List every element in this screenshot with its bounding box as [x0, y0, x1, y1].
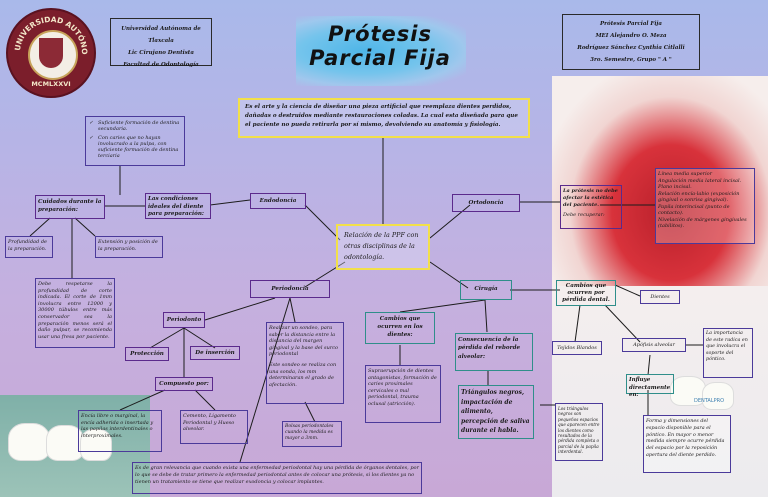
tooth-shape: [702, 382, 734, 410]
tooth-shape: [80, 429, 112, 461]
tooth-shape: [670, 376, 706, 406]
dientes-node: Dientes: [640, 290, 680, 304]
list-item: Plano incisal.: [658, 184, 692, 190]
tooth-photo: [552, 286, 768, 497]
definition-box: Es el arte y la ciencia de diseñar una p…: [238, 98, 530, 138]
title-watercolor: [296, 16, 466, 86]
periodoncia-bottom: Es de gran relevancia que cuando exista …: [132, 462, 422, 494]
tooth-shape: [8, 423, 50, 461]
cirugia-node: Cirugía: [460, 280, 512, 300]
tooth-shape: [46, 425, 84, 461]
cambios-dientes-node: Cambios que ocurren en los dientes:: [365, 312, 435, 344]
list-item: Angulación media lateral incisal.: [658, 177, 742, 184]
extension-node: Extensión y posición de la preparación.: [95, 236, 163, 258]
endodoncia-detail: Debe respetarse la profundidad de corte …: [35, 278, 115, 348]
influye-node: Influye directamente en:: [626, 374, 674, 398]
estetica-main: La prótesis no debe afectar la estética …: [563, 188, 618, 208]
header-left-box: Universidad Autónoma de Tlaxcala Lic Cir…: [110, 18, 212, 68]
sondeo-text: Realizar un sondeo, para saber la distan…: [269, 325, 339, 358]
importancia-node: La importancia de este radica en que inv…: [703, 328, 753, 378]
seal-shield-icon: [39, 38, 63, 68]
condiciones-node: Las condiciones ideales del diente para …: [145, 193, 211, 219]
bolsas-node: Bolsas periodontales cuando la medida es…: [282, 421, 342, 447]
periodoncia-node: Periodoncia: [250, 280, 330, 298]
cemento-node: Cemento, Ligamento Periodontal y Hueso a…: [180, 410, 248, 444]
apofisis-node: Apófisis alveolar: [622, 338, 686, 352]
consecuencia-node: Consecuencia de la pérdida del reborde a…: [455, 333, 533, 371]
check-icon: ✓: [89, 134, 94, 141]
seal-year: MCMLXXVI: [31, 80, 71, 88]
cambios-dientes-detail: Supraerupción de dientes antagonistas, f…: [365, 365, 441, 423]
photo-logo: DENTALPRO: [694, 398, 725, 404]
estetica-sub: Debe recuperar:: [563, 212, 605, 218]
title-line-2: Parcial Fija: [309, 46, 451, 70]
check-icon: ✓: [89, 120, 94, 126]
group-name: 3ro. Semestre, Grupo " A ": [590, 57, 672, 63]
teacher-name: MEI Alejandro O. Meza: [595, 33, 667, 39]
title-line-1: Prótesis: [327, 22, 432, 46]
estetica-node: La prótesis no debe afectar la estética …: [560, 185, 622, 229]
list-item: Papila interincisal (punto de contacto).: [658, 203, 730, 217]
endodoncia-bullets: ✓Suficiente formación de dentina secunda…: [85, 116, 185, 166]
periodonto-node: Periodonto: [163, 312, 205, 328]
student-name: Rodríguez Sánchez Cynthia Citlalli: [577, 45, 685, 51]
cuidados-node: Cuidados durante la preparación:: [35, 195, 105, 219]
mouth-photo: [552, 76, 768, 286]
proteccion-node: Protección: [125, 347, 169, 361]
forma-node: Forma y dimensiones del espacio disponib…: [643, 415, 731, 473]
triangulos-node: Triángulos negros, impactación de alimen…: [458, 385, 534, 439]
tejidos-node: Tejidos Blandos: [552, 341, 602, 355]
list-item: Nivelación de márgenes gingivales (tabil…: [658, 216, 747, 230]
list-item: Relación encía-labio (exposición gingiva…: [658, 190, 740, 204]
ortodoncia-node: Ortodoncia: [452, 194, 520, 212]
university-name: Universidad Autónoma de Tlaxcala: [121, 26, 201, 44]
implant-photo: [0, 395, 150, 497]
triangulos-detail: Los triángulos negros son pequeños espac…: [555, 403, 603, 461]
bullet-item: ✓Suficiente formación de dentina secunda…: [89, 120, 180, 133]
profundidad-node: Profundidad de la preparación.: [5, 236, 53, 258]
encia-node: Encía libre o marginal, la encía adherid…: [78, 410, 162, 452]
ortodoncia-list: Línea media superior Angulación media la…: [655, 168, 755, 244]
program-name: Lic Cirujano Dentista: [128, 50, 194, 56]
course-name: Prótesis Parcial Fija: [600, 21, 662, 27]
sondeo-text-2: Este sondeo se realiza con una sonda, lo…: [269, 361, 337, 388]
central-topic: Relación de la PPF con otras disciplinas…: [336, 224, 430, 270]
page-title: Prótesis Parcial Fija: [300, 22, 460, 70]
faculty-name: Facultad de Odontología: [123, 62, 199, 68]
list-item: Línea media superior: [658, 171, 713, 177]
endodoncia-node: Endodoncia: [250, 193, 306, 209]
insercion-node: De inserción: [190, 346, 240, 360]
compuesto-node: Compuesto por:: [155, 377, 213, 391]
perdida-node: Cambios que ocurren por pérdida dental.: [556, 280, 616, 306]
university-seal: UNIVERSIDAD AUTÓNOMA DE TLAXCALA MCMLXXV…: [6, 8, 96, 98]
bullet-item: ✓Con caries que no hayan involucrado a l…: [89, 134, 179, 160]
header-right-box: Prótesis Parcial Fija MEI Alejandro O. M…: [562, 14, 700, 70]
sondeo-node: Realizar un sondeo, para saber la distan…: [266, 322, 344, 404]
